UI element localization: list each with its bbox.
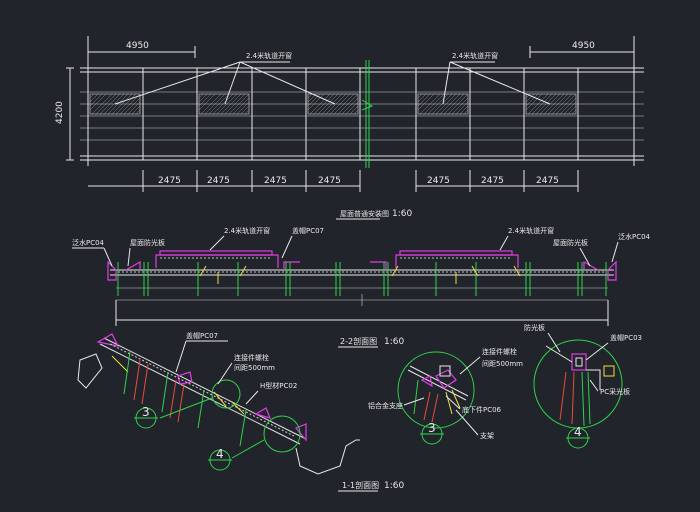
section-2-title-text: 2-2剖面图 bbox=[340, 336, 377, 346]
dim-bottom-5: 2475 bbox=[427, 176, 450, 186]
callout-3: 3 bbox=[142, 405, 150, 419]
section-1-title: 1-1剖面图 bbox=[342, 480, 379, 490]
detail-3-callout: 3 bbox=[428, 421, 436, 435]
d4-label-pc: PC采光板 bbox=[600, 387, 630, 396]
dim-bottom-2: 2475 bbox=[207, 176, 230, 186]
label-left-end: 泛水PC04 bbox=[72, 238, 105, 247]
section-2-scale: 1:60 bbox=[384, 337, 404, 347]
d3-label-spacing: 间距500mm bbox=[482, 360, 523, 368]
callout-left: 2.4米轨道开窗 bbox=[246, 51, 292, 60]
dim-bottom-4: 2475 bbox=[318, 176, 341, 186]
section-2-title: 2-2剖面图 1:60 bbox=[338, 336, 404, 348]
s1-label-cap: 盖帽PC07 bbox=[186, 331, 218, 340]
elevation-title: 屋面普通安装图 bbox=[340, 209, 389, 218]
label-right-track: 2.4米轨道开窗 bbox=[508, 226, 554, 235]
label-right-gutter: 屋面防光板 bbox=[553, 238, 588, 247]
label-right-end: 泛水PC04 bbox=[618, 232, 651, 241]
d3-label-bolt: 连接件螺栓 bbox=[482, 347, 517, 356]
detail-4: 4 防光板 盖帽PC03 PC采光板 bbox=[524, 323, 642, 449]
top-plan: 4950 4950 4200 bbox=[55, 36, 644, 192]
label-mid-cap: 盖帽PC07 bbox=[292, 226, 324, 235]
d4-label-cap: 盖帽PC03 bbox=[610, 333, 642, 342]
dim-bottom-7: 2475 bbox=[536, 176, 559, 186]
elevation: 屋面普通安装图 1:60 bbox=[72, 209, 651, 326]
callout-right: 2.4米轨道开窗 bbox=[452, 51, 498, 60]
d3-label-support: 铝合金支座 bbox=[368, 401, 403, 410]
dim-vertical: 4200 bbox=[55, 101, 65, 124]
section-1-scale: 1:60 bbox=[384, 481, 404, 491]
d3-label-bottom: 底下件PC06 bbox=[462, 405, 502, 414]
callout-4: 4 bbox=[216, 447, 224, 461]
detail-3: 3 连接件螺栓 间距500mm 铝合金支座 底下件PC06 支架 bbox=[368, 347, 523, 445]
dim-bottom-6: 2475 bbox=[481, 176, 504, 186]
dim-right: 4950 bbox=[572, 41, 595, 51]
window-panels bbox=[89, 93, 577, 115]
d3-label-bracket: 支架 bbox=[480, 431, 494, 440]
s1-label-bolt: 连接件螺栓 bbox=[234, 353, 269, 362]
dim-left: 4950 bbox=[126, 41, 149, 51]
dim-bottom-3: 2475 bbox=[264, 176, 287, 186]
label-left-gutter: 屋面防光板 bbox=[130, 238, 165, 247]
s1-label-h: H型材PC02 bbox=[260, 381, 297, 390]
s1-label-spacing: 间距500mm bbox=[234, 364, 275, 372]
elevation-scale: 1:60 bbox=[392, 209, 412, 219]
dim-bottom-1: 2475 bbox=[158, 176, 181, 186]
detail-4-callout: 4 bbox=[574, 425, 582, 439]
d4-label-light: 防光板 bbox=[524, 323, 545, 332]
label-mid-track: 2.4米轨道开窗 bbox=[224, 226, 270, 235]
section-1: 3 4 盖帽PC07 连接件螺栓 间距500mm H型材PC02 1-1剖面图 … bbox=[77, 331, 404, 492]
